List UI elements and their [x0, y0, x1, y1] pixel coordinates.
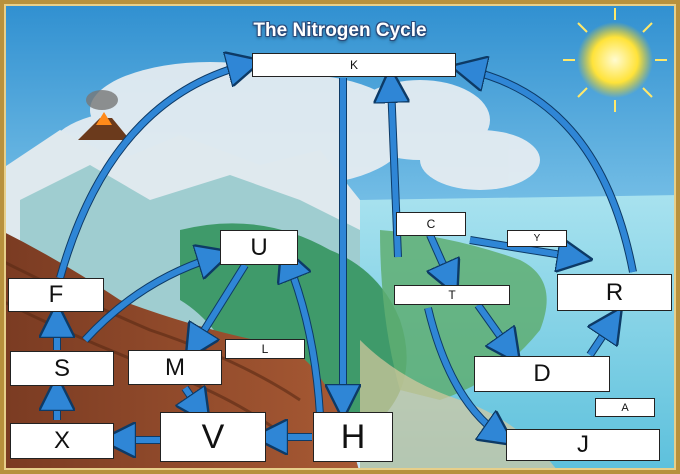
cycle-arrows: [57, 65, 636, 440]
label-box-r[interactable]: R: [557, 274, 672, 311]
arrow-s-to-u: [82, 257, 215, 343]
label-box-j[interactable]: J: [506, 429, 660, 461]
arrow-t-to-d: [475, 303, 510, 350]
arrow-h-to-u: [288, 262, 323, 416]
arrow-f-to-k: [57, 65, 245, 279]
label-box-y[interactable]: Y: [507, 230, 567, 247]
sun-rays: [563, 8, 667, 112]
label-box-v[interactable]: V: [160, 412, 266, 462]
label-box-c[interactable]: C: [396, 212, 466, 236]
label-box-t[interactable]: T: [394, 285, 510, 305]
diagram-title: The Nitrogen Cycle: [253, 20, 427, 41]
label-box-d[interactable]: D: [474, 356, 610, 392]
label-box-l[interactable]: L: [225, 339, 305, 359]
arrow-u-to-m: [195, 263, 248, 345]
arrow-c-to-t: [430, 233, 450, 280]
arrow-t-to-j: [425, 307, 500, 435]
label-box-h[interactable]: H: [313, 412, 393, 462]
label-box-a[interactable]: A: [595, 398, 655, 417]
label-box-f[interactable]: F: [8, 278, 104, 312]
sun-icon: [577, 22, 653, 98]
label-box-k[interactable]: K: [252, 53, 456, 77]
arrow-c-to-r: [469, 240, 575, 257]
label-box-s[interactable]: S: [10, 351, 114, 386]
label-box-m[interactable]: M: [128, 350, 222, 385]
arrow-d-to-r: [590, 322, 612, 357]
label-box-x[interactable]: X: [10, 423, 114, 459]
label-box-u[interactable]: U: [220, 230, 298, 265]
volcano-icon: [78, 118, 130, 140]
arrow-r-to-k: [468, 70, 636, 273]
arrow-m-to-v: [185, 388, 200, 410]
